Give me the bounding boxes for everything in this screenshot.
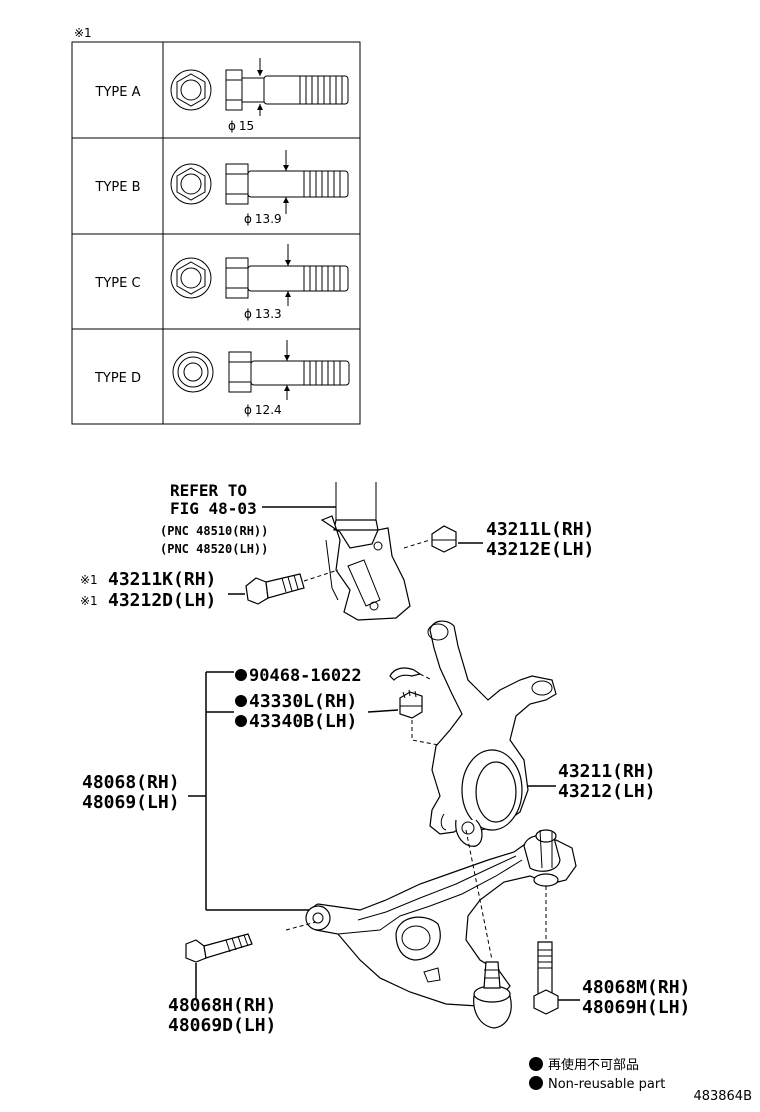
- svg-text:ϕ13.3: ϕ13.3: [244, 307, 282, 321]
- type-d-bolt-drawing: [172, 340, 350, 400]
- rear-arm-bolt-drawing: [533, 941, 559, 1015]
- bolt-type-table: [71, 41, 361, 425]
- type-b-label: TYPE B: [95, 180, 141, 195]
- type-d-label: TYPE D: [94, 371, 141, 386]
- type-c-label: TYPE C: [94, 276, 140, 291]
- non-reusable-marker: [235, 695, 247, 707]
- table-note-mark: ※1: [74, 26, 92, 40]
- phi-c: ϕ: [244, 307, 252, 321]
- type-b-diameter: 13.9: [255, 212, 282, 226]
- castle-nut-rh-label: 43330L(RH): [249, 691, 357, 712]
- strut-bracket-drawing: [320, 482, 411, 621]
- strut-nut-rh-label: 43211L(RH): [486, 519, 594, 540]
- non-reusable-marker: [235, 715, 247, 727]
- strut-bolt-rh-label: 43211K(RH): [108, 569, 216, 590]
- non-reusable-marker: [235, 669, 247, 681]
- arm-bolt-rear-rh-label: 48068M(RH): [582, 977, 690, 998]
- arm-bolt-rear-lh-label: 48069H(LH): [582, 997, 690, 1018]
- arm-assy-lh-label: 48069(LH): [82, 792, 180, 813]
- knuckle-lh-label: 43212(LH): [558, 781, 656, 802]
- cotter-pin-label: 90468-16022: [249, 666, 362, 686]
- strut-bolt-drawing: [245, 569, 339, 605]
- phi-d: ϕ: [244, 403, 252, 417]
- phi-b: ϕ: [244, 212, 252, 226]
- legend-marker-jp: [529, 1057, 543, 1071]
- type-b-bolt-drawing: [170, 150, 349, 214]
- arm-assy-rh-label: 48068(RH): [82, 772, 180, 793]
- knuckle-rh-label: 43211(RH): [558, 761, 656, 782]
- type-a-bolt-drawing: [170, 58, 349, 116]
- type-a-diameter: 15: [239, 119, 254, 133]
- lower-control-arm-drawing: [285, 829, 577, 1029]
- svg-text:ϕ12.4: ϕ12.4: [244, 403, 282, 417]
- arm-bolt-front-rh-label: 48068H(RH): [168, 995, 276, 1016]
- strut-bolt-lh-label: 43212D(LH): [108, 590, 216, 611]
- type-c-diameter: 13.3: [255, 307, 282, 321]
- front-arm-bolt-drawing: [185, 933, 253, 963]
- pnc-lh-label: (PNC 48520(LH)): [160, 542, 268, 556]
- strut-nut-lh-label: 43212E(LH): [486, 539, 594, 560]
- arm-bolt-front-lh-label: 48069D(LH): [168, 1015, 276, 1036]
- type-c-bolt-drawing: [170, 244, 349, 306]
- legend-marker-en: [529, 1076, 543, 1090]
- strut-bolt-mark-rh: ※1: [80, 573, 98, 587]
- steering-knuckle-drawing: [427, 620, 557, 847]
- refer-to-label: REFER TO: [170, 481, 247, 500]
- castle-nut-lh-label: 43340B(LH): [249, 711, 357, 732]
- figure-id: 483864B: [693, 1089, 752, 1104]
- refer-fig-label: FIG 48-03: [170, 499, 257, 518]
- leader-lines: [188, 506, 580, 1001]
- legend-jp-label: 再使用不可部品: [548, 1057, 639, 1073]
- strut-nut-drawing: [403, 525, 457, 553]
- pnc-rh-label: (PNC 48510(RH)): [160, 524, 268, 538]
- strut-bolt-mark-lh: ※1: [80, 594, 98, 608]
- castle-nut-drawing: [399, 689, 445, 747]
- svg-text:ϕ15: ϕ15: [228, 119, 254, 133]
- type-a-label: TYPE A: [95, 85, 141, 100]
- legend-en-label: Non-reusable part: [548, 1077, 665, 1092]
- phi-a: ϕ: [228, 119, 236, 133]
- cotter-pin-drawing: [389, 667, 433, 681]
- svg-text:ϕ13.9: ϕ13.9: [244, 212, 282, 226]
- type-d-diameter: 12.4: [255, 403, 282, 417]
